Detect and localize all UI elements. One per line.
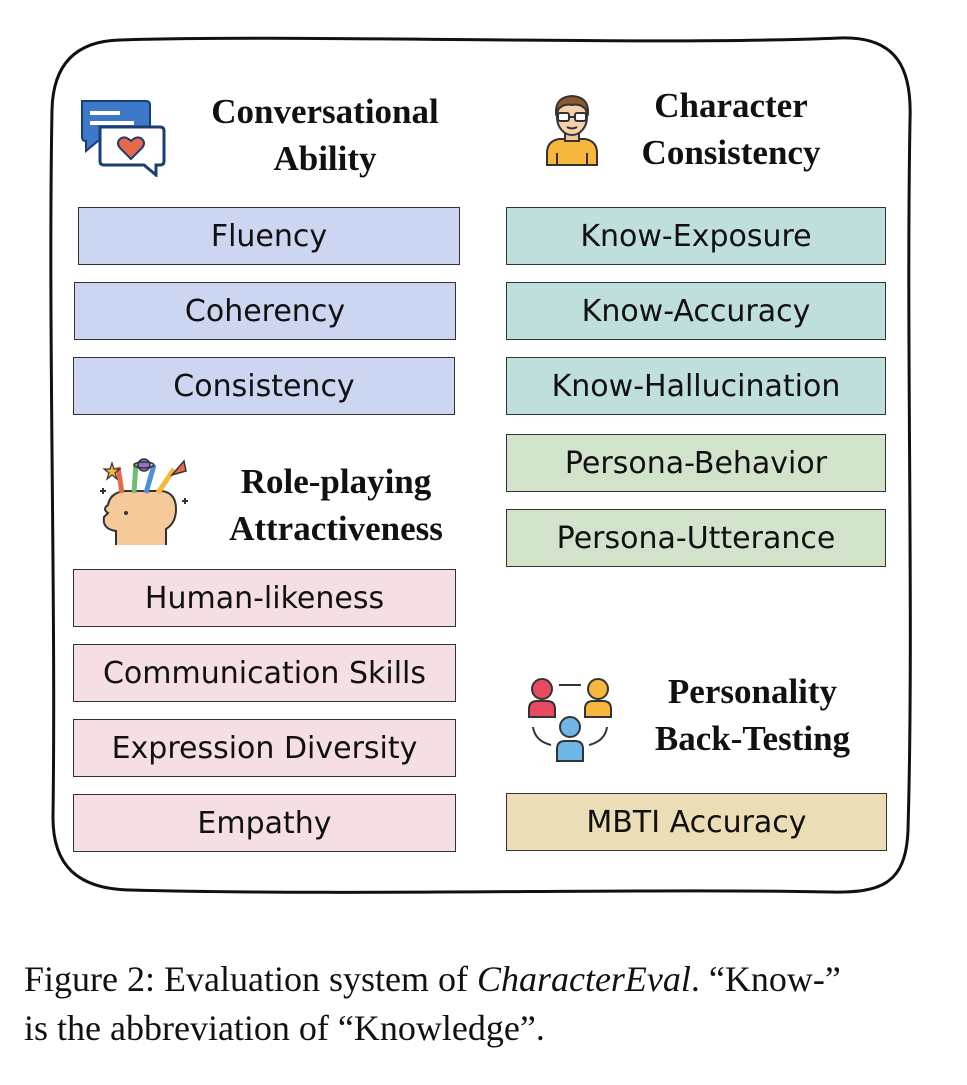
caption-italic: CharacterEval (476, 959, 691, 999)
personality-back-testing-heading: Personality Back-Testing (654, 672, 851, 758)
caption-suffix: . “Know-” (690, 959, 841, 999)
metric-persona-utterance: Persona-Utterance (506, 509, 886, 567)
metric-empathy: Empathy (73, 794, 456, 852)
caption-line-2: is the abbreviation of “Knowledge”. (24, 1008, 545, 1048)
metric-consistency: Consistency (73, 357, 455, 415)
figure-caption: Figure 2: Evaluation system of Character… (24, 955, 954, 1053)
creative-head-icon (100, 458, 188, 545)
caption-line-1: Figure 2: Evaluation system of Character… (24, 955, 954, 1004)
caption-prefix: Figure 2: Evaluation system of (24, 959, 477, 999)
metric-mbti-accuracy: MBTI Accuracy (506, 793, 887, 851)
metric-communication-skills: Communication Skills (73, 644, 456, 702)
metric-know-hallucination: Know-Hallucination (506, 357, 886, 415)
metric-coherency: Coherency (74, 282, 456, 340)
conversational-ability-heading: Conversational Ability (211, 92, 439, 178)
metric-know-accuracy: Know-Accuracy (506, 282, 886, 340)
metric-human-likeness: Human-likeness (73, 569, 456, 627)
metric-know-exposure: Know-Exposure (506, 207, 886, 265)
metric-expression-diversity: Expression Diversity (73, 719, 456, 777)
group-people-icon (528, 678, 612, 762)
character-consistency-heading: Character Consistency (641, 86, 821, 172)
role-playing-attractiveness-heading: Role-playing Attractiveness (229, 462, 443, 548)
metric-fluency: Fluency (78, 207, 460, 265)
chat-heart-icon (81, 100, 166, 177)
person-glasses-icon (546, 94, 598, 166)
metric-persona-behavior: Persona-Behavior (506, 434, 886, 492)
